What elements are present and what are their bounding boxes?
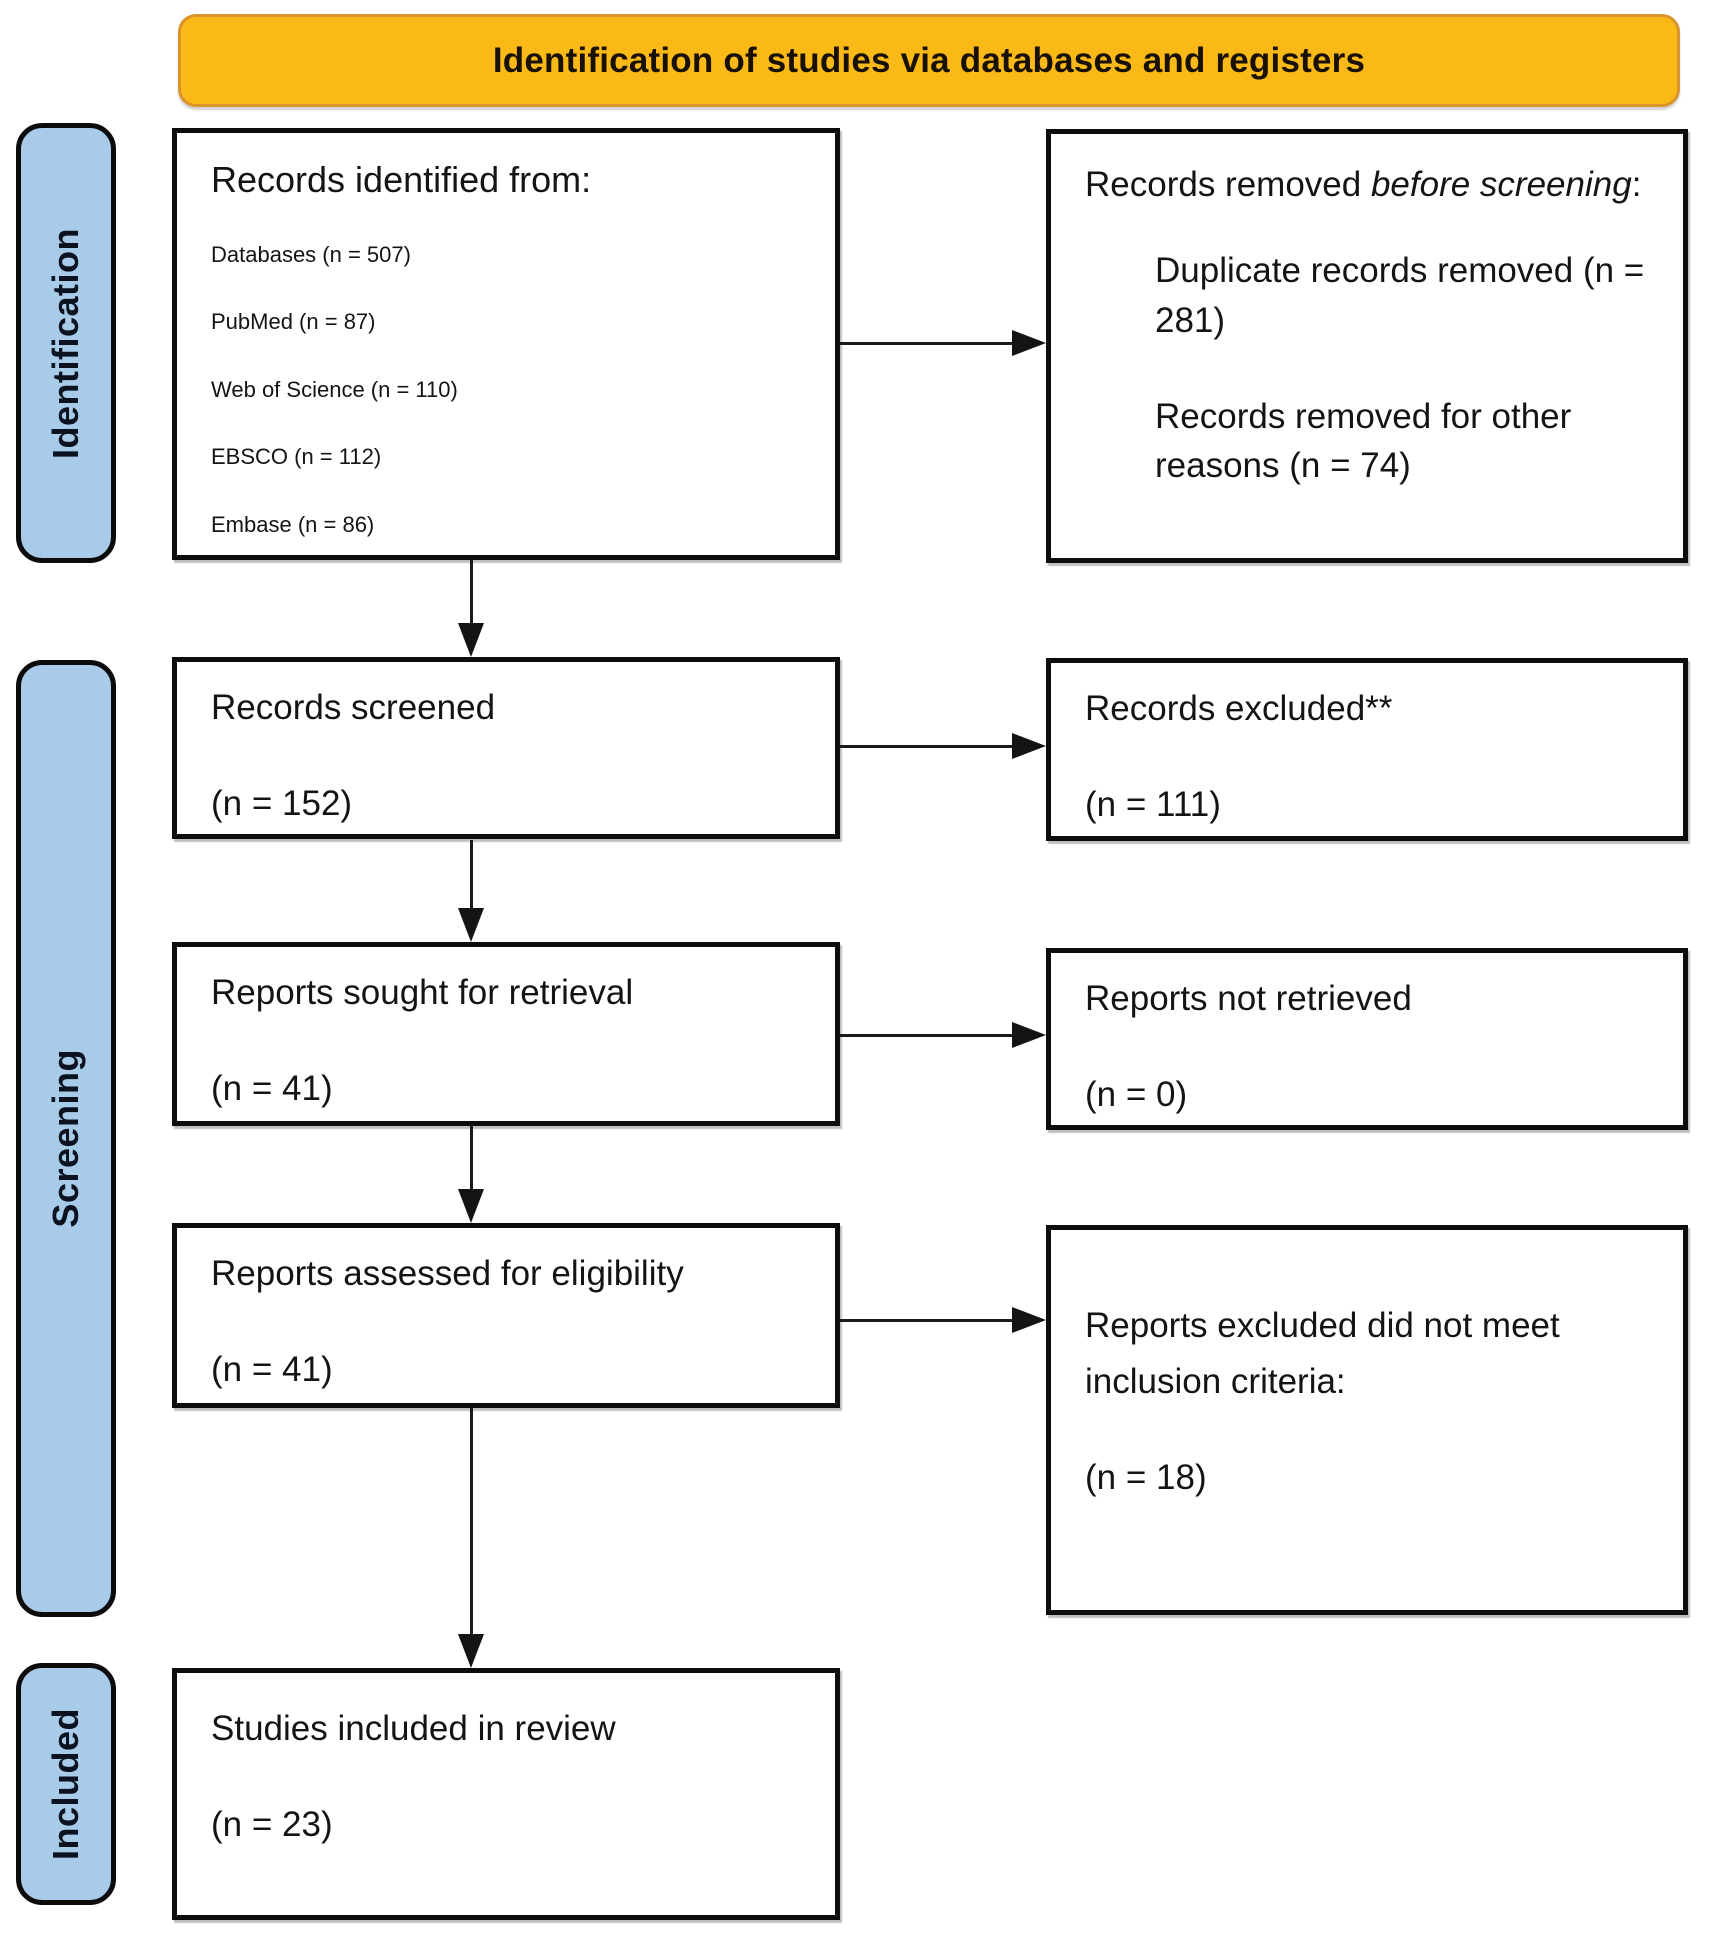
records-screened-count: (n = 152) [211, 783, 353, 823]
reports-assessed-heading: Reports assessed for eligibility [211, 1254, 684, 1293]
stage-identification: Identification [16, 123, 116, 563]
arrow-line-sought-to-assessed [470, 1126, 473, 1189]
reports-sought-heading: Reports sought for retrieval [211, 973, 634, 1012]
source-web-of-science: Web of Science (n = 110) [211, 376, 458, 402]
stage-included-label: Included [45, 1707, 86, 1860]
records-removed-suffix: : [1631, 165, 1642, 204]
box-reports-not-retrieved: Reports not retrieved (n = 0) [1046, 948, 1688, 1130]
studies-included-count: (n = 23) [211, 1804, 333, 1844]
source-pubmed: PubMed (n = 87) [211, 309, 376, 335]
arrowhead-down-icon [458, 1634, 484, 1668]
reports-not-retrieved-heading: Reports not retrieved [1085, 979, 1412, 1018]
records-screened-heading: Records screened [211, 688, 496, 727]
arrow-line-assessed-to-excluded [840, 1319, 1012, 1322]
arrow-line-identified-to-screened [470, 560, 473, 623]
reports-excluded-count: (n = 18) [1085, 1458, 1207, 1497]
stage-included: Included [16, 1663, 116, 1905]
arrowhead-down-icon [458, 908, 484, 942]
reason-duplicates: Duplicate records removed (n = 281) [1155, 251, 1645, 340]
records-excluded-heading: Records excluded** [1085, 689, 1393, 728]
records-removed-prefix: Records removed [1085, 165, 1371, 204]
box-records-screened: Records screened (n = 152) [172, 657, 840, 839]
reports-not-retrieved-count: (n = 0) [1085, 1074, 1188, 1114]
box-studies-included: Studies included in review (n = 23) [172, 1668, 840, 1920]
records-excluded-count: (n = 111) [1085, 784, 1221, 824]
reports-assessed-count: (n = 41) [211, 1349, 333, 1389]
source-ebsco: EBSCO (n = 112) [211, 444, 382, 470]
arrowhead-right-icon [1012, 330, 1046, 356]
box-records-removed: Records removed before screening: Duplic… [1046, 129, 1688, 563]
box-records-excluded: Records excluded** (n = 111) [1046, 658, 1688, 841]
records-removed-italic: before screening [1370, 165, 1632, 204]
box-reports-sought: Reports sought for retrieval (n = 41) [172, 942, 840, 1126]
arrow-line-sought-to-not-retrieved [840, 1034, 1012, 1037]
box-reports-assessed: Reports assessed for eligibility (n = 41… [172, 1223, 840, 1408]
records-identified-heading: Records identified from: [211, 159, 592, 200]
arrowhead-right-icon [1012, 1022, 1046, 1048]
stage-screening-label: Screening [45, 1049, 86, 1228]
arrowhead-right-icon [1012, 733, 1046, 759]
box-reports-excluded: Reports excluded did not meet inclusion … [1046, 1225, 1688, 1615]
stage-identification-label: Identification [45, 227, 86, 459]
arrowhead-right-icon [1012, 1307, 1046, 1333]
source-embase: Embase (n = 86) [211, 511, 375, 537]
arrow-line-assessed-to-included [470, 1408, 473, 1634]
arrow-line-screened-to-sought [470, 840, 473, 908]
arrow-line-screened-to-excluded [840, 745, 1012, 748]
reports-sought-count: (n = 41) [211, 1068, 333, 1108]
studies-included-heading: Studies included in review [211, 1709, 616, 1748]
box-records-identified: Records identified from: Databases (n = … [172, 128, 840, 560]
reason-other: Records removed for other reasons (n = 7… [1155, 396, 1572, 486]
arrow-line-identified-to-removed [840, 342, 1012, 345]
arrowhead-down-icon [458, 623, 484, 657]
title-banner: Identification of studies via databases … [178, 14, 1680, 107]
records-identified-sources: Databases (n = 507) PubMed (n = 87) Web … [211, 242, 801, 538]
title-banner-label: Identification of studies via databases … [492, 40, 1366, 80]
records-removed-heading: Records removed before screening: [1085, 158, 1649, 212]
stage-screening: Screening [16, 660, 116, 1617]
arrowhead-down-icon [458, 1189, 484, 1223]
source-databases: Databases (n = 507) [211, 242, 411, 267]
reports-excluded-heading: Reports excluded did not meet inclusion … [1085, 1306, 1560, 1401]
